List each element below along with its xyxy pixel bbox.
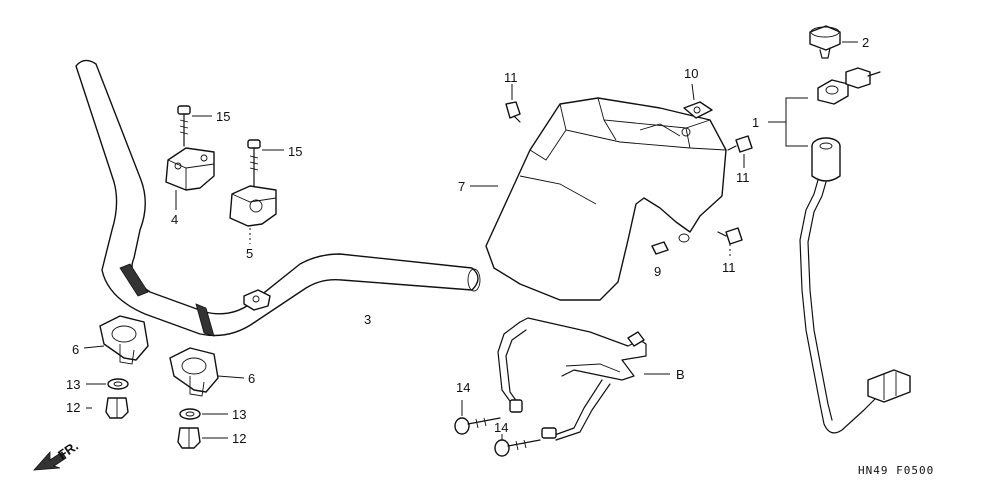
callout-3: 3 bbox=[364, 312, 371, 327]
callout-10: 10 bbox=[684, 66, 698, 81]
callout-11-top: 11 bbox=[504, 70, 518, 85]
bolt-15-left bbox=[177, 105, 191, 147]
bolt-14-left bbox=[454, 417, 501, 435]
bracket-1-leader bbox=[768, 97, 808, 147]
callout-7: 7 bbox=[458, 179, 465, 194]
callout-13-right: 13 bbox=[232, 407, 246, 422]
callout-1: 1 bbox=[752, 115, 759, 130]
screw-11-bottom bbox=[717, 227, 743, 245]
key-cap-2 bbox=[809, 25, 841, 59]
callout-11-right: 11 bbox=[736, 170, 750, 185]
nut-12-right bbox=[177, 427, 201, 449]
handle-cover bbox=[485, 97, 727, 301]
screw-11-right bbox=[727, 135, 753, 153]
bolt-15-right bbox=[247, 139, 261, 187]
callout-12-left: 12 bbox=[66, 400, 80, 415]
callout-13-left: 13 bbox=[66, 377, 80, 392]
ignition-switch bbox=[799, 137, 911, 434]
callout-15-right: 15 bbox=[288, 144, 302, 159]
holder-5 bbox=[229, 185, 277, 227]
front-arrow-icon bbox=[33, 450, 67, 471]
bolt-14-right bbox=[494, 439, 541, 457]
callout-4: 4 bbox=[171, 212, 178, 227]
key-assembly bbox=[817, 67, 881, 105]
washer-13-left bbox=[107, 378, 129, 390]
washer-13-right bbox=[179, 408, 201, 420]
clip-9 bbox=[651, 241, 669, 255]
lower-holder-right bbox=[169, 347, 219, 397]
screw-11-top bbox=[505, 101, 521, 123]
callout-12-right: 12 bbox=[232, 431, 246, 446]
callout-14-left: 14 bbox=[456, 380, 470, 395]
callout-2: 2 bbox=[862, 35, 869, 50]
callout-15-left: 15 bbox=[216, 109, 230, 124]
callout-B: B bbox=[676, 367, 685, 382]
upper-holder-left bbox=[165, 147, 215, 191]
callout-5: 5 bbox=[246, 246, 253, 261]
lower-holder-left bbox=[99, 315, 149, 365]
nut-12-left bbox=[105, 397, 129, 419]
callout-14-right: 14 bbox=[494, 420, 508, 435]
diagram-code: HN49 F0500 bbox=[858, 464, 934, 477]
callout-6-right: 6 bbox=[248, 371, 255, 386]
nut-10 bbox=[683, 101, 713, 119]
handlebar-part bbox=[75, 59, 481, 337]
callout-6-left: 6 bbox=[72, 342, 79, 357]
callout-9: 9 bbox=[654, 264, 661, 279]
callout-11-bottom: 11 bbox=[722, 260, 736, 275]
bracket-stay bbox=[497, 317, 647, 441]
